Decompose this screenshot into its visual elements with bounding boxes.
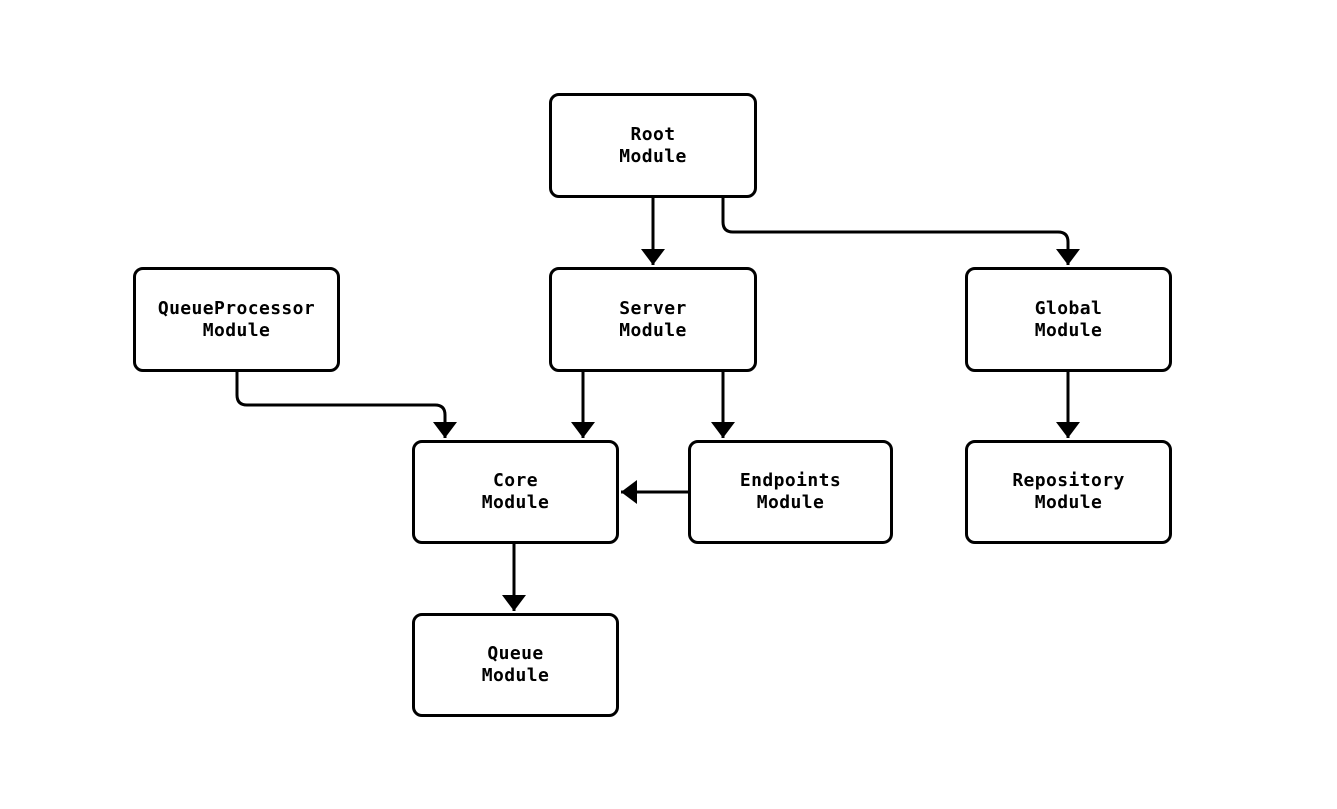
node-queueprocessor-module: QueueProcessor Module — [133, 267, 340, 372]
node-endpoints-module-label-line2: Module — [756, 492, 825, 513]
node-global-module: Global Module — [965, 267, 1172, 372]
node-queue-module: Queue Module — [412, 613, 619, 717]
node-core-module-label-line2: Module — [481, 492, 550, 513]
node-endpoints-module: Endpoints Module — [688, 440, 893, 544]
node-endpoints-module-label-line1: Endpoints — [739, 470, 842, 491]
node-root-module: Root Module — [549, 93, 757, 198]
node-queue-module-label-line2: Module — [481, 665, 550, 686]
node-core-module: Core Module — [412, 440, 619, 544]
node-server-module: Server Module — [549, 267, 757, 372]
node-repository-module: Repository Module — [965, 440, 1172, 544]
node-core-module-label-line1: Core — [493, 470, 538, 491]
node-root-module-label-line2: Module — [619, 145, 687, 167]
node-server-module-label-line1: Server — [619, 297, 687, 319]
edge-queueprocessor-module-to-core-module — [235, 372, 457, 438]
node-queueprocessor-module-label-line2: Module — [202, 319, 271, 341]
node-root-module-label-line1: Root — [630, 123, 676, 145]
node-global-module-label-line2: Module — [1034, 319, 1103, 341]
node-repository-module-label-line2: Module — [1034, 492, 1103, 513]
node-queueprocessor-module-label-line1: QueueProcessor — [157, 297, 316, 319]
node-repository-module-label-line1: Repository — [1012, 470, 1125, 491]
node-queue-module-label-line1: Queue — [487, 643, 544, 664]
node-server-module-label-line2: Module — [619, 319, 687, 341]
node-global-module-label-line1: Global — [1034, 297, 1103, 319]
edge-root-module-to-global-module — [721, 198, 1080, 265]
